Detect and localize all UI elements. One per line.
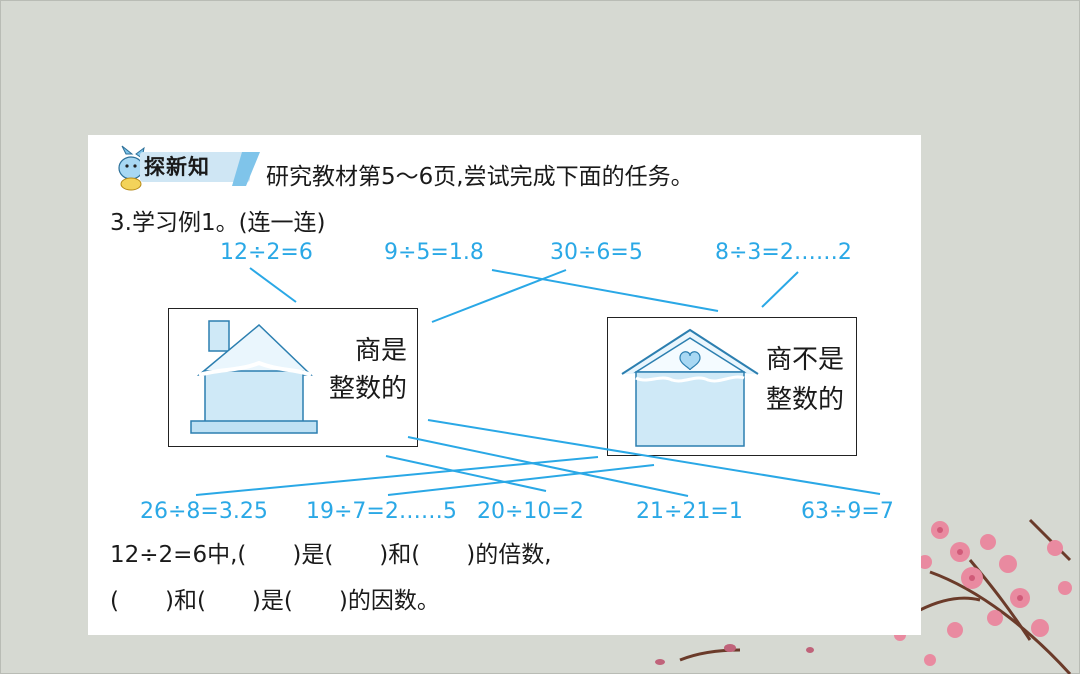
right-house-label-2: 整数的 <box>766 385 845 415</box>
house-icon <box>190 320 318 434</box>
exercise-card: 探新知 研究教材第5～6页,尝试完成下面的任务。 3.学习例1。(连一连) 12… <box>88 135 921 635</box>
non-integer-quotient-house[interactable]: 商不是 整数的 <box>607 317 857 456</box>
equation-top-2: 9÷5=1.8 <box>384 240 484 265</box>
line-20div10-to-left <box>385 455 547 492</box>
line-12div2-to-left <box>249 267 297 303</box>
equation-bottom-2: 19÷7=2……5 <box>306 499 457 524</box>
section-badge: 探新知 <box>114 145 264 194</box>
equation-bottom-4: 21÷21=1 <box>636 499 743 524</box>
integer-quotient-house[interactable]: 商是 整数的 <box>168 308 418 447</box>
left-house-label-2: 整数的 <box>329 374 408 404</box>
plum-blossom-decoration <box>655 518 1072 674</box>
equation-top-4: 8÷3=2……2 <box>715 240 852 265</box>
badge-label: 探新知 <box>144 155 210 179</box>
rabbit-mascot-icon <box>118 145 260 191</box>
equation-bottom-3: 20÷10=2 <box>477 499 584 524</box>
instruction-text: 研究教材第5～6页,尝试完成下面的任务。 <box>266 164 694 190</box>
right-house-label-1: 商不是 <box>766 345 845 375</box>
line-19div7-to-right <box>387 464 655 496</box>
equation-top-1: 12÷2=6 <box>220 240 313 265</box>
house-icon <box>621 328 759 447</box>
question-line-1: 12÷2=6中,( )是( )和( )的倍数, <box>110 542 552 568</box>
left-house-label-1: 商是 <box>355 336 408 366</box>
line-30div6-to-left <box>431 269 567 323</box>
line-9div5-to-right <box>491 269 719 312</box>
line-26div8-to-right <box>195 456 599 496</box>
equation-top-3: 30÷6=5 <box>550 240 643 265</box>
equation-bottom-5: 63÷9=7 <box>801 499 894 524</box>
equation-bottom-1: 26÷8=3.25 <box>140 499 268 524</box>
question-line-2: ( )和( )是( )的因数。 <box>110 588 440 614</box>
line-8div3-to-right <box>761 271 799 308</box>
task-title: 3.学习例1。(连一连) <box>110 210 326 236</box>
